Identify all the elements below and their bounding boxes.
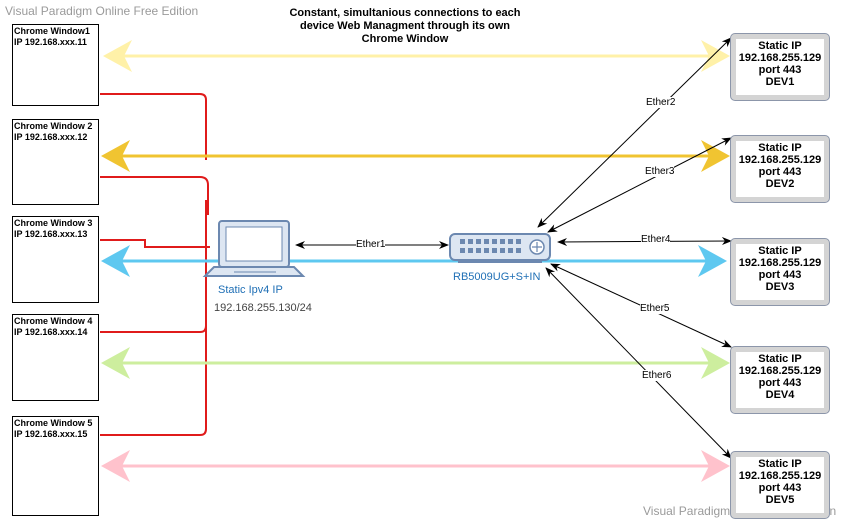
device-ip: 192.168.255.129 xyxy=(738,154,822,166)
chrome-window-name: Chrome Window 2 xyxy=(14,121,93,131)
red-wire-3 xyxy=(100,239,210,248)
laptop-label: Static Ipv4 IP xyxy=(218,284,283,296)
device-type: Static IP xyxy=(758,353,802,365)
label-ether3: Ether3 xyxy=(645,166,675,177)
device-port: port 443 xyxy=(758,482,802,494)
chrome-window-ip: IP 192.168.xxx.14 xyxy=(14,327,88,337)
chrome-window-4[interactable]: Chrome Window 4 IP 192.168.xxx.14 xyxy=(12,314,99,401)
red-wire-2 xyxy=(100,176,209,215)
arrow-dev3 xyxy=(101,245,727,277)
link-ether6 xyxy=(545,267,732,459)
label-ether6: Ether6 xyxy=(642,370,672,381)
arrow-dev2 xyxy=(101,140,730,172)
chrome-window-name: Chrome Window1 xyxy=(14,26,90,36)
device-name: DEV2 xyxy=(765,178,795,190)
device-type: Static IP xyxy=(758,245,802,257)
red-wire-5 xyxy=(100,255,207,436)
label-ether5: Ether5 xyxy=(640,303,670,314)
device-type: Static IP xyxy=(758,142,802,154)
router-icon xyxy=(449,233,551,263)
device-dev1[interactable]: Static IP 192.168.255.129 port 443 DEV1 xyxy=(730,33,830,101)
device-ip: 192.168.255.129 xyxy=(738,365,822,377)
color-arrows xyxy=(101,40,730,482)
laptop-icon xyxy=(202,220,306,277)
laptop-ip: 192.168.255.130/24 xyxy=(214,302,312,314)
device-label: Static IP 192.168.255.129 port 443 DEV5 xyxy=(736,457,824,513)
arrow-dev5 xyxy=(101,450,730,482)
device-name: DEV4 xyxy=(765,389,795,401)
label-ether1: Ether1 xyxy=(356,239,386,250)
link-ether3 xyxy=(547,137,732,233)
device-port: port 443 xyxy=(758,64,802,76)
chrome-window-name: Chrome Window 4 xyxy=(14,316,93,326)
device-dev4[interactable]: Static IP 192.168.255.129 port 443 DEV4 xyxy=(730,346,830,414)
red-wires xyxy=(100,93,210,436)
label-ether4: Ether4 xyxy=(641,234,671,245)
device-name: DEV1 xyxy=(765,76,795,88)
title-line-3: Chrome Window xyxy=(361,33,449,45)
chrome-window-1[interactable]: Chrome Window1 IP 192.168.xxx.11 xyxy=(12,24,99,106)
device-label: Static IP 192.168.255.129 port 443 DEV2 xyxy=(736,141,824,197)
device-label: Static IP 192.168.255.129 port 443 DEV3 xyxy=(736,244,824,300)
device-label: Static IP 192.168.255.129 port 443 DEV4 xyxy=(736,352,824,408)
device-type: Static IP xyxy=(758,458,802,470)
chrome-window-name: Chrome Window 5 xyxy=(14,418,93,428)
device-label: Static IP 192.168.255.129 port 443 DEV1 xyxy=(736,39,824,95)
device-port: port 443 xyxy=(758,166,802,178)
arrow-dev4 xyxy=(101,347,730,379)
red-wire-1 xyxy=(100,93,207,160)
chrome-window-ip: IP 192.168.xxx.12 xyxy=(14,132,88,142)
title-line-1: Constant, simultanious connections to ea… xyxy=(289,7,521,19)
device-name: DEV3 xyxy=(765,281,795,293)
device-dev5[interactable]: Static IP 192.168.255.129 port 443 DEV5 xyxy=(730,451,830,519)
title-line-2: device Web Managment through its own xyxy=(299,20,511,32)
device-name: DEV5 xyxy=(765,494,795,506)
chrome-window-ip: IP 192.168.xxx.15 xyxy=(14,429,88,439)
device-ip: 192.168.255.129 xyxy=(738,257,822,269)
device-port: port 443 xyxy=(758,269,802,281)
device-port: port 443 xyxy=(758,377,802,389)
chrome-window-ip: IP 192.168.xxx.11 xyxy=(14,37,87,47)
link-ether2 xyxy=(537,37,732,228)
chrome-window-3[interactable]: Chrome Window 3 IP 192.168.xxx.13 xyxy=(12,216,99,303)
chrome-window-5[interactable]: Chrome Window 5 IP 192.168.xxx.15 xyxy=(12,416,99,516)
watermark-top: Visual Paradigm Online Free Edition xyxy=(5,4,199,18)
router-label: RB5009UG+S+IN xyxy=(453,271,541,283)
device-type: Static IP xyxy=(758,40,802,52)
device-ip: 192.168.255.129 xyxy=(738,52,822,64)
chrome-window-ip: IP 192.168.xxx.13 xyxy=(14,229,88,239)
chrome-window-name: Chrome Window 3 xyxy=(14,218,93,228)
diagram-title: Constant, simultanious connections to ea… xyxy=(255,7,555,46)
device-dev2[interactable]: Static IP 192.168.255.129 port 443 DEV2 xyxy=(730,135,830,203)
device-dev3[interactable]: Static IP 192.168.255.129 port 443 DEV3 xyxy=(730,238,830,306)
device-ip: 192.168.255.129 xyxy=(738,470,822,482)
label-ether2: Ether2 xyxy=(646,97,676,108)
chrome-window-2[interactable]: Chrome Window 2 IP 192.168.xxx.12 xyxy=(12,119,99,205)
